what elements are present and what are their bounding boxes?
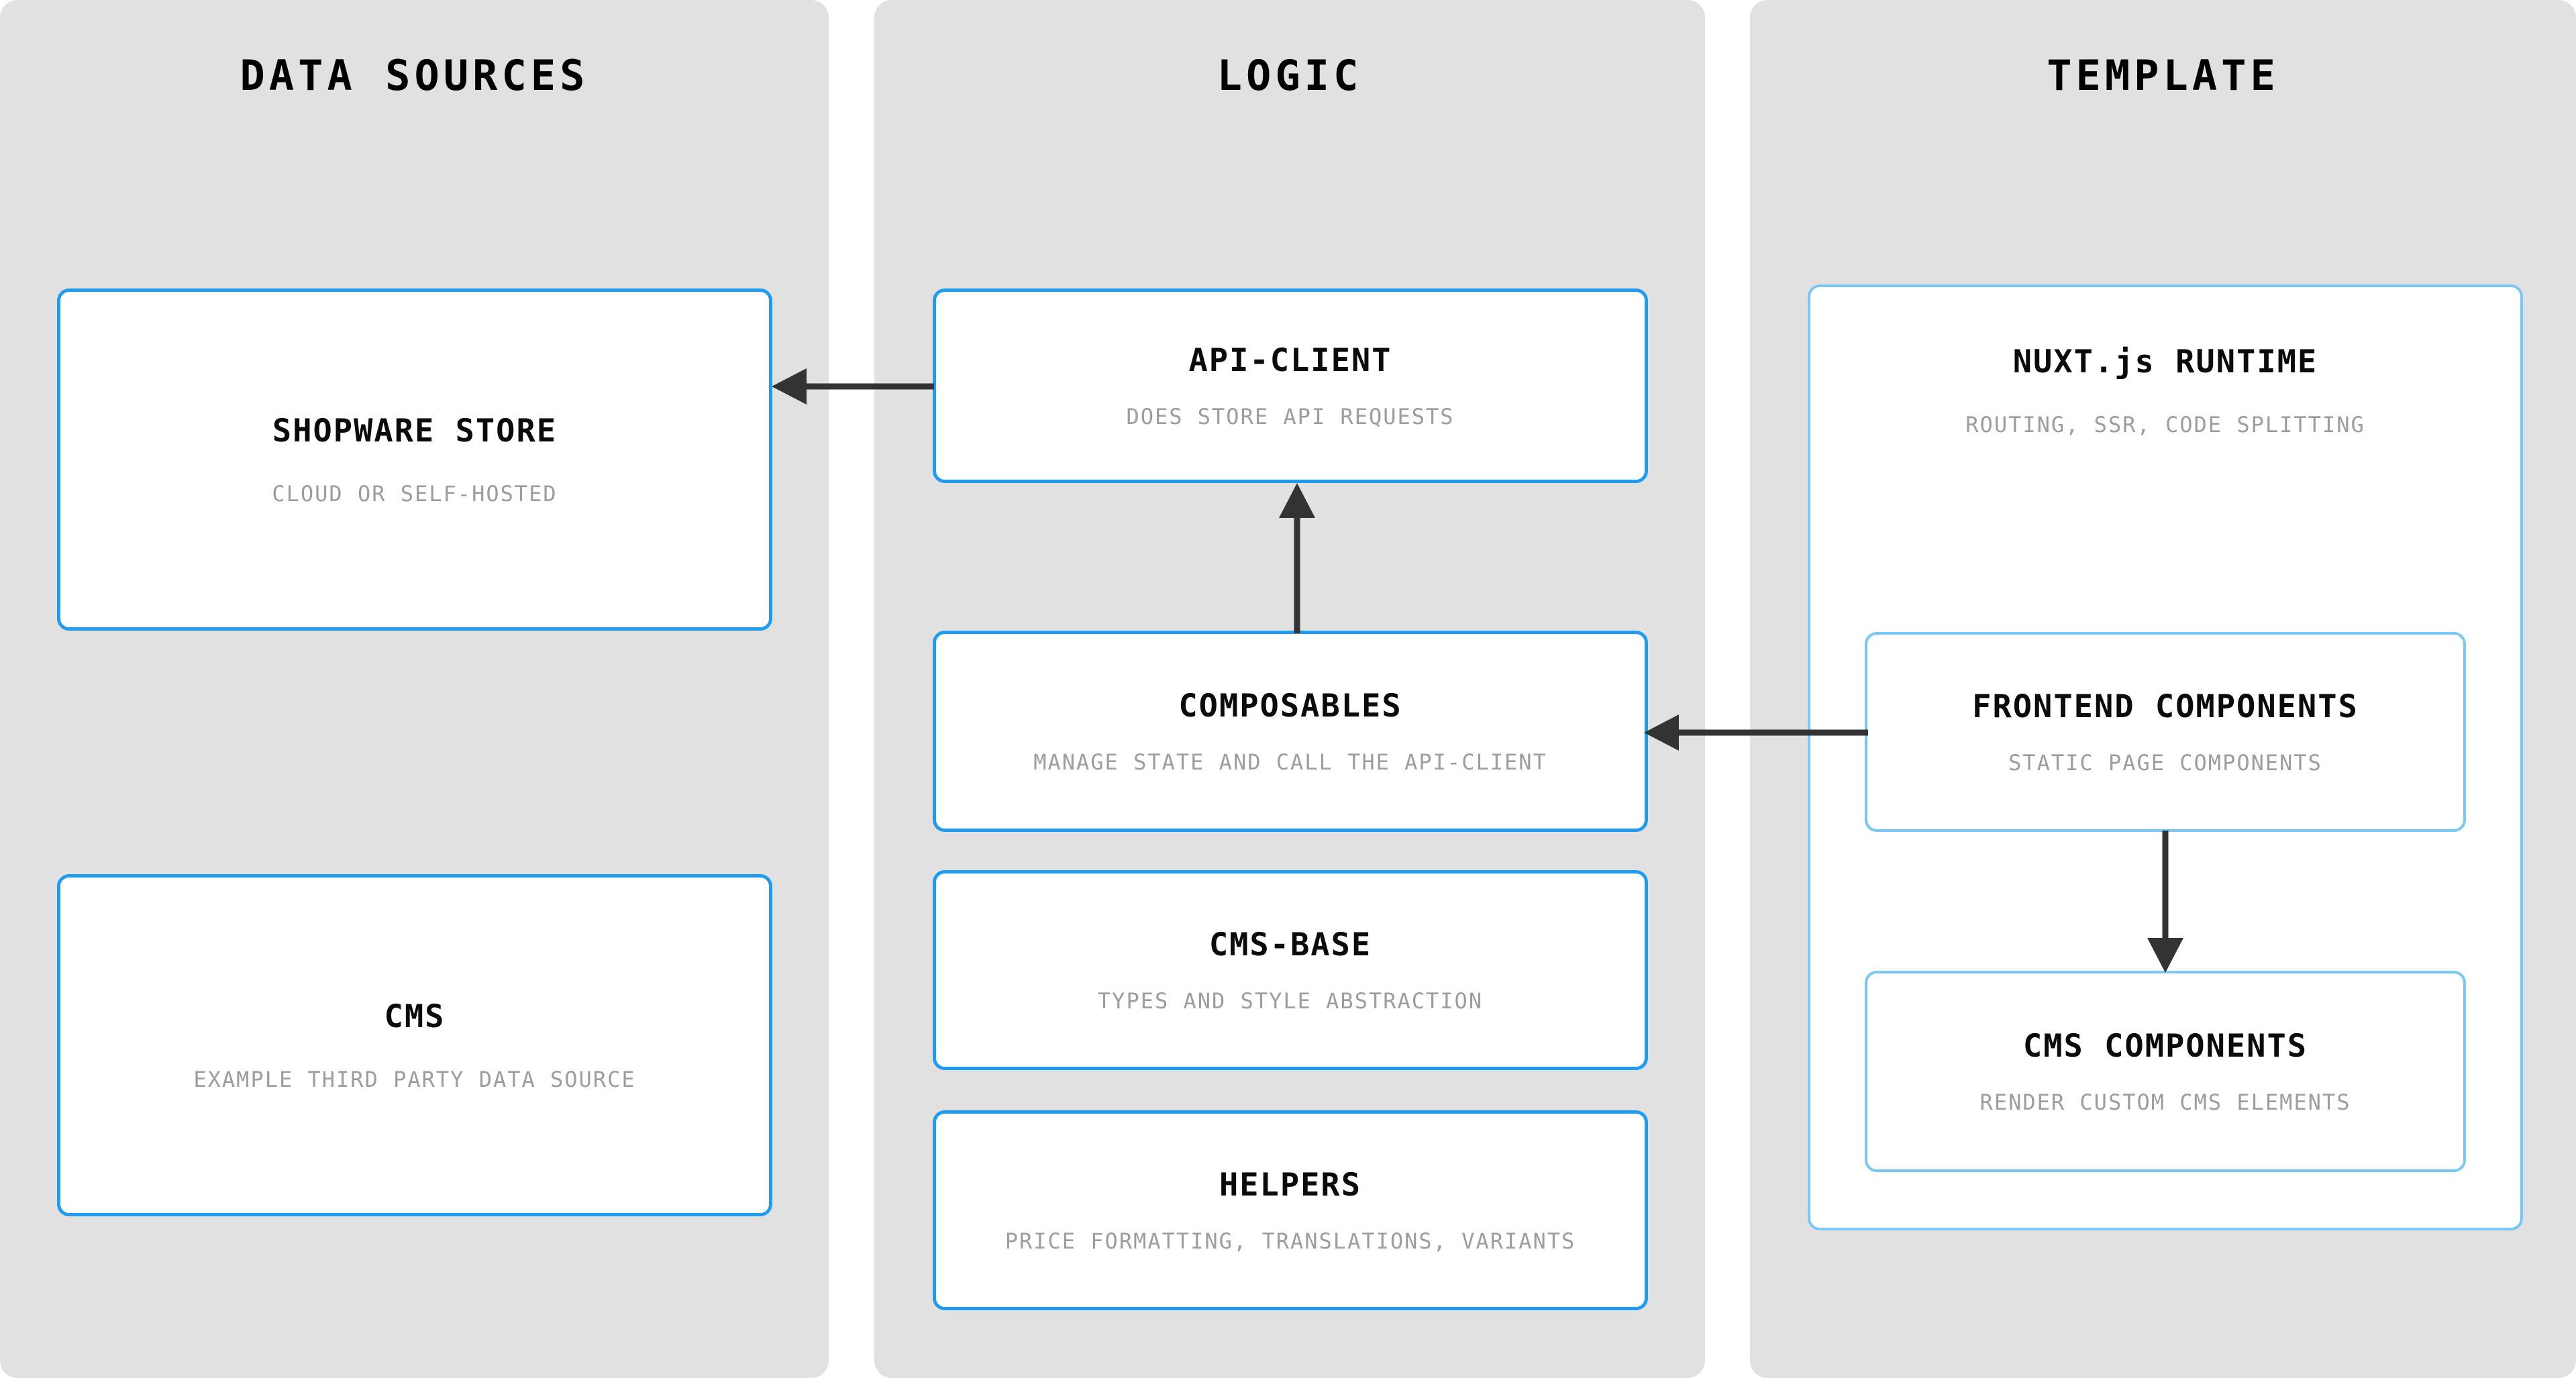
lane-title-data-sources: DATA SOURCES [240, 51, 589, 100]
edge-frontend-components-to-cms-components [2147, 831, 2183, 973]
node-helpers[interactable]: HELPERS PRICE FORMATTING, TRANSLATIONS, … [933, 1110, 1648, 1310]
lane-title-template: TEMPLATE [2047, 51, 2279, 100]
node-frontend-components[interactable]: FRONTEND COMPONENTS STATIC PAGE COMPONEN… [1865, 632, 2466, 832]
node-cms-title: CMS [384, 998, 446, 1035]
node-api-client-subtitle: DOES STORE API REQUESTS [1126, 403, 1455, 429]
node-shopware-store-title: SHOPWARE STORE [272, 412, 558, 449]
node-composables-subtitle: MANAGE STATE AND CALL THE API-CLIENT [1033, 749, 1547, 775]
node-api-client-title: API-CLIENT [1188, 341, 1392, 379]
node-api-client[interactable]: API-CLIENT DOES STORE API REQUESTS [933, 288, 1648, 483]
node-cms-components-subtitle: RENDER CUSTOM CMS ELEMENTS [1979, 1089, 2351, 1115]
node-frontend-components-subtitle: STATIC PAGE COMPONENTS [2008, 749, 2322, 776]
edge-composables-to-api-client [1279, 483, 1315, 633]
node-helpers-title: HELPERS [1219, 1166, 1362, 1204]
node-cms-components-title: CMS COMPONENTS [2022, 1027, 2308, 1065]
node-composables-title: COMPOSABLES [1178, 687, 1402, 725]
node-cms-base-title: CMS-BASE [1208, 926, 1372, 963]
node-shopware-store[interactable]: SHOPWARE STORE CLOUD OR SELF-HOSTED [57, 288, 772, 631]
node-cms-components[interactable]: CMS COMPONENTS RENDER CUSTOM CMS ELEMENT… [1865, 971, 2466, 1172]
node-nuxt-runtime-subtitle: ROUTING, SSR, CODE SPLITTING [1965, 412, 2365, 437]
lane-title-logic: LOGIC [1217, 51, 1363, 100]
node-composables[interactable]: COMPOSABLES MANAGE STATE AND CALL THE AP… [933, 631, 1648, 832]
node-shopware-store-subtitle: CLOUD OR SELF-HOSTED [272, 480, 558, 507]
node-cms-base-subtitle: TYPES AND STYLE ABSTRACTION [1097, 988, 1484, 1014]
node-cms-subtitle: EXAMPLE THIRD PARTY DATA SOURCE [193, 1066, 636, 1092]
edge-api-client-to-shopware-store [772, 368, 934, 405]
node-frontend-components-title: FRONTEND COMPONENTS [1972, 688, 2359, 725]
node-cms[interactable]: CMS EXAMPLE THIRD PARTY DATA SOURCE [57, 874, 772, 1216]
edge-frontend-components-to-composables [1644, 714, 1868, 751]
node-cms-base[interactable]: CMS-BASE TYPES AND STYLE ABSTRACTION [933, 870, 1648, 1070]
node-helpers-subtitle: PRICE FORMATTING, TRANSLATIONS, VARIANTS [1004, 1228, 1576, 1254]
node-nuxt-runtime-title: NUXT.js RUNTIME [2012, 343, 2318, 380]
